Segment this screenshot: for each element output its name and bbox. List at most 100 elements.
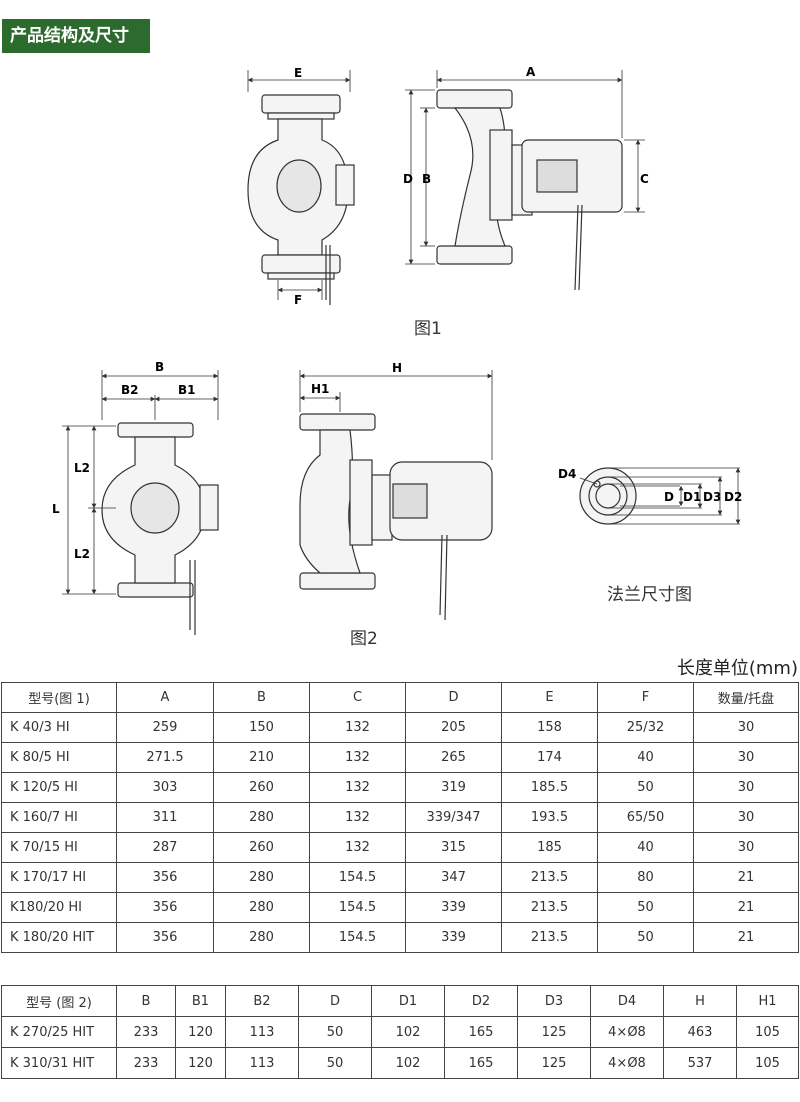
table-header-cell: D2 bbox=[444, 985, 518, 1017]
value-cell: 30 bbox=[693, 802, 799, 833]
value-cell: 213.5 bbox=[501, 862, 598, 893]
model-cell: K 80/5 HI bbox=[1, 742, 117, 773]
table-header-cell: 型号(图 1) bbox=[1, 682, 117, 713]
value-cell: 102 bbox=[371, 1016, 445, 1048]
model-cell: K 270/25 HIT bbox=[1, 1016, 117, 1048]
value-cell: 303 bbox=[116, 772, 214, 803]
value-cell: 260 bbox=[213, 772, 310, 803]
dim-label-l: L bbox=[52, 502, 60, 516]
value-cell: 113 bbox=[225, 1016, 299, 1048]
table-header-cell: B bbox=[116, 985, 176, 1017]
fig1-side-dims bbox=[405, 70, 645, 265]
value-cell: 233 bbox=[116, 1016, 176, 1048]
fig1-front-view bbox=[247, 94, 355, 305]
dim-label-l2-bottom: L2 bbox=[74, 547, 90, 561]
value-cell: 356 bbox=[116, 892, 214, 923]
table-header-cell: D4 bbox=[590, 985, 664, 1017]
value-cell: 150 bbox=[213, 712, 310, 743]
model-cell: K 310/31 HIT bbox=[1, 1047, 117, 1079]
dim-label-c: C bbox=[640, 172, 649, 186]
model-cell: K 180/20 HIT bbox=[1, 922, 117, 953]
value-cell: 174 bbox=[501, 742, 598, 773]
value-cell: 50 bbox=[298, 1047, 372, 1079]
table-header-cell: D bbox=[298, 985, 372, 1017]
dimensions-table-fig2: 型号 (图 2) B B1 B2 D D1 D2 D3 D4 H H1 K 27… bbox=[1, 985, 799, 1079]
fig1-caption: 图1 bbox=[414, 319, 442, 339]
value-cell: 125 bbox=[517, 1047, 591, 1079]
dim-label-a: A bbox=[526, 65, 536, 79]
value-cell: 158 bbox=[501, 712, 598, 743]
value-cell: 102 bbox=[371, 1047, 445, 1079]
fig2-side-dims bbox=[299, 370, 493, 460]
value-cell: 154.5 bbox=[309, 922, 406, 953]
value-cell: 132 bbox=[309, 712, 406, 743]
dim-label-d1: D1 bbox=[683, 490, 701, 504]
value-cell: 113 bbox=[225, 1047, 299, 1079]
table-header-cell: 型号 (图 2) bbox=[1, 985, 117, 1017]
value-cell: 165 bbox=[444, 1016, 518, 1048]
value-cell: 154.5 bbox=[309, 892, 406, 923]
table-header-cell: D1 bbox=[371, 985, 445, 1017]
table-header-row: 型号(图 1) A B C D E F 数量/托盘 bbox=[1, 682, 799, 713]
fig2-front-view bbox=[101, 422, 219, 635]
value-cell: 132 bbox=[309, 772, 406, 803]
dim-label-d3: D3 bbox=[703, 490, 721, 504]
value-cell: 287 bbox=[116, 832, 214, 863]
value-cell: 280 bbox=[213, 862, 310, 893]
table-header-cell: C bbox=[309, 682, 406, 713]
dim-label-b2: B2 bbox=[121, 383, 139, 397]
dim-label-e: E bbox=[294, 66, 302, 80]
value-cell: 165 bbox=[444, 1047, 518, 1079]
value-cell: 356 bbox=[116, 862, 214, 893]
value-cell: 50 bbox=[597, 772, 694, 803]
value-cell: 4×Ø8 bbox=[590, 1047, 664, 1079]
dim-label-flange-d: D bbox=[664, 490, 674, 504]
value-cell: 50 bbox=[298, 1016, 372, 1048]
value-cell: 21 bbox=[693, 862, 799, 893]
table-header-cell: D3 bbox=[517, 985, 591, 1017]
value-cell: 30 bbox=[693, 772, 799, 803]
value-cell: 260 bbox=[213, 832, 310, 863]
value-cell: 105 bbox=[736, 1047, 799, 1079]
value-cell: 280 bbox=[213, 922, 310, 953]
value-cell: 537 bbox=[663, 1047, 737, 1079]
pump-drawings: E F A D B C bbox=[52, 65, 742, 635]
value-cell: 280 bbox=[213, 802, 310, 833]
model-cell: K 70/15 HI bbox=[1, 832, 117, 863]
value-cell: 271.5 bbox=[116, 742, 214, 773]
dim-label-d2: D2 bbox=[724, 490, 742, 504]
dim-label-l2-top: L2 bbox=[74, 461, 90, 475]
model-cell: K 40/3 HI bbox=[1, 712, 117, 743]
value-cell: 213.5 bbox=[501, 922, 598, 953]
value-cell: 40 bbox=[597, 832, 694, 863]
value-cell: 30 bbox=[693, 832, 799, 863]
fig2-caption: 图2 bbox=[350, 629, 378, 649]
dim-label-f: F bbox=[294, 293, 302, 307]
flange-caption: 法兰尺寸图 bbox=[607, 585, 692, 605]
section-title: 产品结构及尺寸 bbox=[2, 19, 150, 53]
dim-label-b1: B1 bbox=[178, 383, 196, 397]
model-cell: K 120/5 HI bbox=[1, 772, 117, 803]
table-header-cell: E bbox=[501, 682, 598, 713]
table-header-row: 型号 (图 2) B B1 B2 D D1 D2 D3 D4 H H1 bbox=[1, 985, 799, 1017]
unit-label: 长度单位(mm) bbox=[676, 658, 798, 679]
table-header-cell: D bbox=[405, 682, 502, 713]
flange-drawing bbox=[579, 467, 637, 525]
value-cell: 185 bbox=[501, 832, 598, 863]
value-cell: 205 bbox=[405, 712, 502, 743]
flange-dims bbox=[579, 467, 741, 525]
value-cell: 4×Ø8 bbox=[590, 1016, 664, 1048]
table-header-cell: 数量/托盘 bbox=[693, 682, 799, 713]
value-cell: 265 bbox=[405, 742, 502, 773]
value-cell: 30 bbox=[693, 742, 799, 773]
value-cell: 132 bbox=[309, 832, 406, 863]
value-cell: 30 bbox=[693, 712, 799, 743]
value-cell: 65/50 bbox=[597, 802, 694, 833]
